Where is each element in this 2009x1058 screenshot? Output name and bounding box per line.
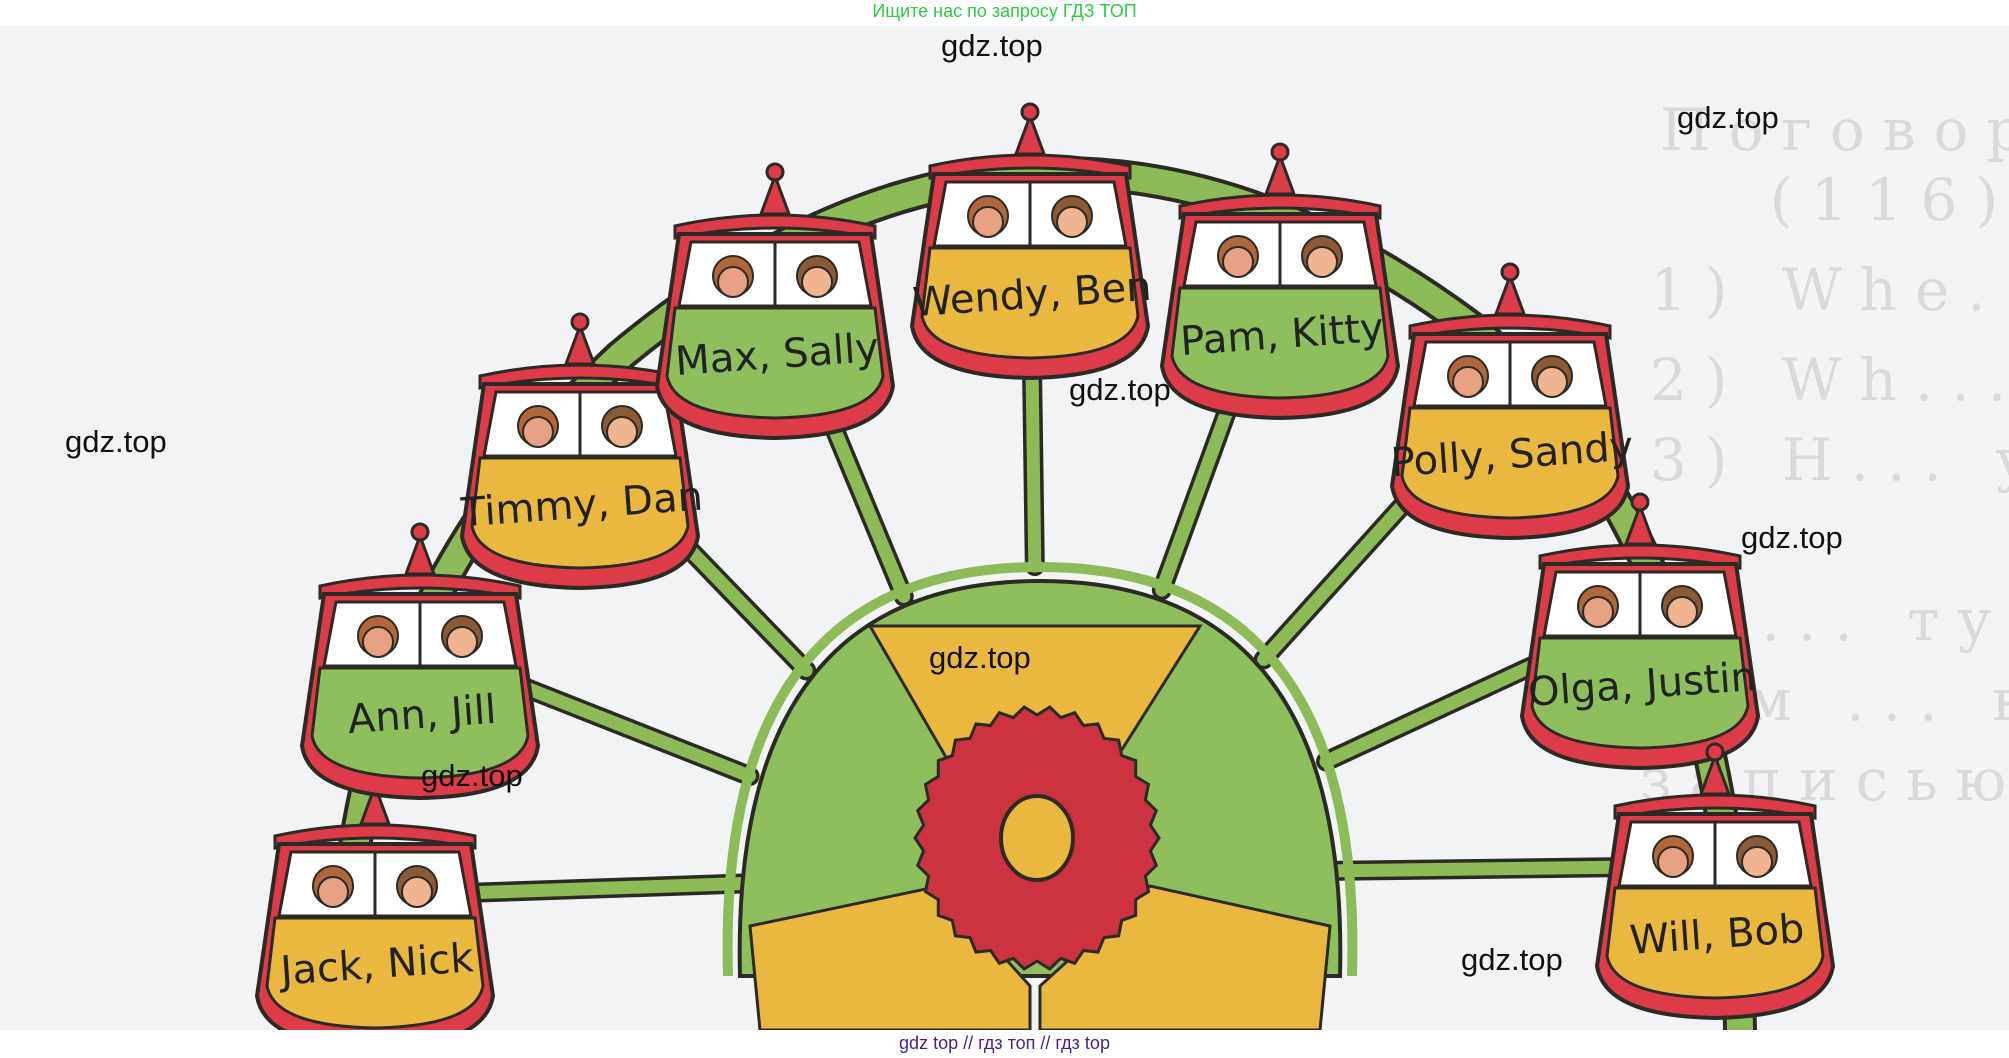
background-text: Поговори с ... ответь на его вопросы,: [1660, 96, 2009, 164]
cabin: Ann, Jill: [299, 522, 541, 801]
cabin-finial: [1013, 111, 1047, 156]
cabin: Olga, Justin: [1519, 492, 1761, 771]
cabin-finial-ball: [1020, 102, 1040, 122]
cabin-roof: [1178, 193, 1382, 220]
hub-center: [999, 794, 1075, 882]
cabin-roof: [318, 573, 522, 600]
passenger-face: [1657, 846, 1689, 878]
cabin-name-panel: [1170, 286, 1390, 400]
passenger-face: [1306, 246, 1338, 278]
cabin-finial-ball: [1630, 492, 1650, 512]
cabin-finial: [758, 171, 792, 216]
watermark: gdz.top: [1461, 942, 1563, 977]
passenger-face: [1666, 596, 1698, 628]
cabin-finial-ball: [1500, 262, 1520, 282]
cabin-finial: [1263, 151, 1297, 196]
cabin-finial-ball: [410, 522, 430, 542]
watermark: gdz.top: [421, 758, 523, 793]
passenger-face: [972, 206, 1004, 238]
cabin-roof: [673, 213, 877, 240]
passenger-face: [1582, 596, 1614, 628]
passenger-face: [317, 876, 349, 908]
passenger-face: [401, 876, 433, 908]
watermark: gdz.top: [929, 640, 1031, 675]
cabin-name-panel: [310, 666, 530, 780]
cabin-name-panel: [1400, 406, 1620, 520]
background-text: 1) Whe...: [1650, 256, 2009, 324]
cabin-finial-ball: [1705, 742, 1725, 762]
cabin-roof: [1613, 793, 1817, 820]
cabin: Pam, Kitty: [1159, 142, 1401, 421]
cabin-roof: [928, 153, 1132, 180]
watermark: gdz.top: [941, 28, 1043, 63]
cabin: Max, Sally: [654, 162, 896, 441]
cabin-name-panel: [265, 916, 485, 1030]
passenger-face: [801, 266, 833, 298]
passenger-face: [1056, 206, 1088, 238]
passenger-face: [1222, 246, 1254, 278]
cabin: Polly, Sandy: [1389, 262, 1635, 541]
cabin-names: Ann, Jill: [346, 687, 497, 743]
cabin-name-panel: [920, 246, 1140, 360]
cabin-roof: [1538, 543, 1742, 570]
cabin-finial-ball: [570, 312, 590, 332]
cabin-name-panel: [1605, 886, 1825, 1000]
background-text: 3) H... you?: [1650, 426, 2009, 494]
background-text: 2) Wh... you ...?: [1650, 346, 2009, 414]
passenger-face: [522, 416, 554, 448]
watermark: gdz.top: [1069, 372, 1171, 407]
cabin-finial-ball: [1270, 142, 1290, 162]
cabin-name-panel: [1530, 636, 1750, 750]
cabin-finial-ball: [765, 162, 785, 182]
passenger-face: [717, 266, 749, 298]
passenger-face: [1741, 846, 1773, 878]
watermark: gdz.top: [1677, 100, 1779, 135]
passenger-face: [606, 416, 638, 448]
top-banner: Ищите нас по запросу ГДЗ ТОП: [0, 0, 2009, 26]
passenger-face: [362, 626, 394, 658]
cabin-roof: [273, 823, 477, 850]
watermark: gdz.top: [1741, 520, 1843, 555]
hub-gear: [913, 705, 1161, 971]
cabin-roof: [1408, 313, 1612, 340]
bottom-banner: gdz top // гдз топ // гдз top: [0, 1030, 2009, 1058]
passenger-face: [1536, 366, 1568, 398]
cabin-finial: [403, 531, 437, 576]
passenger-face: [446, 626, 478, 658]
passenger-face: [1452, 366, 1484, 398]
cabin: Wendy, Ben: [909, 102, 1153, 381]
hub-rim: [722, 561, 1358, 977]
cabin-finial: [1493, 271, 1527, 316]
cabin: Will, Bob: [1594, 742, 1836, 1021]
cabin: Jack, Nick: [254, 772, 496, 1030]
cabin-name-panel: [470, 456, 690, 570]
cabin-name-panel: [665, 306, 885, 420]
background-text: (116): [1770, 166, 2009, 234]
ferris-wheel-illustration: Поговори с ... ответь на его вопросы, (1…: [0, 26, 2009, 1030]
cabin-finial: [563, 321, 597, 366]
watermark: gdz.top: [65, 424, 167, 459]
